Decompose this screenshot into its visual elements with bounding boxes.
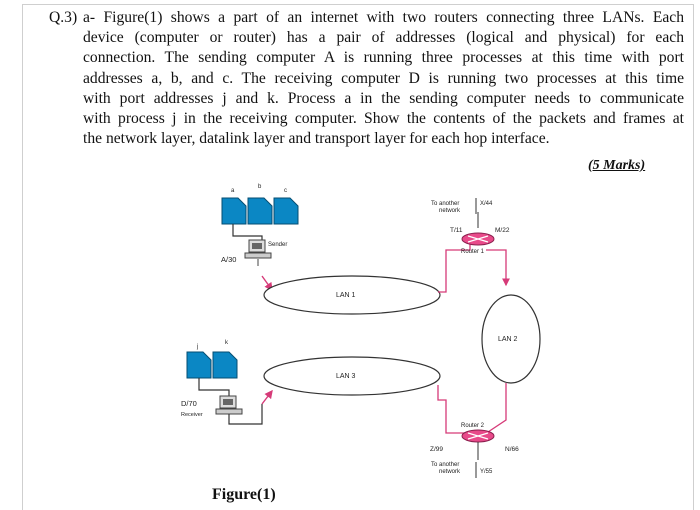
lan2-router2-link [487, 383, 507, 433]
receiver-computer-icon [215, 395, 243, 415]
question-frame [22, 4, 694, 510]
sender-address: A/30 [221, 255, 236, 264]
sender-computer-icon [244, 239, 272, 259]
receiver-address: D/70 [181, 399, 197, 408]
sender-process-a [221, 197, 247, 225]
lan2-label: LAN 2 [498, 336, 518, 343]
router1-label: Router 1 [461, 249, 485, 255]
question-line: with port addresses j and k. Process a i… [83, 89, 684, 107]
lan3-router2-link [437, 385, 470, 434]
router1-top-address: X/44 [480, 201, 493, 207]
router1-right-address: M/22 [495, 227, 510, 234]
question-line: a- Figure(1) shows a part of an internet… [83, 9, 684, 27]
router1-lan2-link [486, 249, 510, 287]
lan3-to-receiver-arrow [261, 389, 273, 405]
router2-other-network-text2: network [439, 469, 461, 475]
receiver-label: Receiver [181, 412, 203, 418]
port-j-label: j [196, 344, 198, 350]
question-body: a- Figure(1) shows a part of an internet… [49, 8, 684, 149]
question-line: with process j in the receiving computer… [83, 110, 684, 128]
router2-other-network-text1: To another [431, 462, 459, 468]
question-text: Q.3) a- Figure(1) shows a part of an int… [49, 8, 684, 149]
lan3-ellipse [263, 356, 441, 396]
question-line: addresses a, b, and c. The receiving com… [83, 69, 684, 87]
router2-right-address: N/66 [505, 446, 519, 453]
question-line: connection. The sending computer A is ru… [83, 49, 684, 67]
port-c-label: c [284, 188, 287, 194]
port-k-label: k [225, 340, 229, 346]
lan3-label: LAN 3 [336, 373, 356, 380]
lan1-label: LAN 1 [336, 292, 356, 299]
router1-icon [461, 232, 495, 246]
port-b-label: b [258, 184, 262, 190]
router2-icon [461, 429, 495, 443]
process-to-receiver-link [198, 378, 230, 398]
router2-left-address: Z/99 [430, 446, 443, 453]
port-a-label: a [231, 188, 235, 194]
receiver-process-j [186, 351, 212, 379]
router1-left-address: T/11 [450, 227, 463, 234]
sender-process-b [247, 197, 273, 225]
sender-process-c [273, 197, 299, 225]
lan1-router1-link [438, 242, 471, 293]
receiver-process-k [212, 351, 238, 379]
question-number: Q.3) [49, 9, 78, 26]
router2-label: Router 2 [461, 423, 485, 429]
router1-other-network-text2: network [439, 208, 461, 214]
question-line: the network layer, datalink layer and tr… [83, 130, 550, 148]
lan1-ellipse [263, 275, 441, 315]
router1-other-network-text1: To another [431, 201, 459, 207]
figure-caption: Figure(1) [212, 486, 276, 503]
marks-label: (5 Marks) [588, 158, 646, 173]
router2-bottom-address: Y/55 [480, 469, 493, 475]
question-line: device (computer or router) has a pair o… [83, 29, 684, 47]
sender-label: Sender [268, 242, 287, 248]
lan2-ellipse [481, 294, 541, 384]
